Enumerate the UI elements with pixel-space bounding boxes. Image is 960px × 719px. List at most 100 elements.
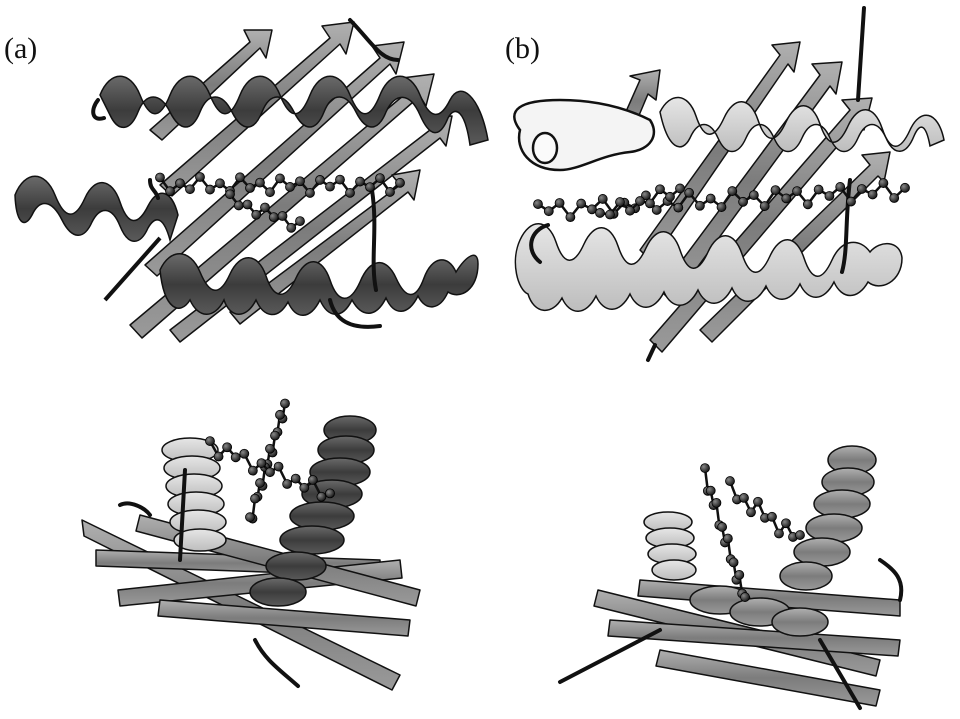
alpha-helix bbox=[644, 512, 696, 580]
ligand-atom bbox=[768, 512, 777, 521]
ligand-atom bbox=[566, 213, 575, 222]
ligand-atom bbox=[286, 182, 295, 191]
ligand-atom bbox=[739, 197, 748, 206]
ligand-atom bbox=[793, 187, 802, 196]
panel-b-side-view bbox=[514, 8, 944, 360]
ligand-atom bbox=[754, 497, 763, 506]
ligand-atom bbox=[266, 468, 275, 477]
ligand-atom bbox=[287, 223, 296, 232]
ligand-atom bbox=[166, 187, 175, 196]
ligand-atom bbox=[231, 453, 240, 462]
ligand-atom bbox=[296, 177, 305, 186]
ligand-atom bbox=[646, 199, 655, 208]
ligand-atom bbox=[857, 184, 866, 193]
ligand-atom bbox=[256, 178, 265, 187]
ligand-atom bbox=[291, 474, 300, 483]
ligand-atom bbox=[555, 199, 564, 208]
ligand-atom bbox=[626, 206, 635, 215]
ligand-atom bbox=[544, 207, 553, 216]
alpha-helix bbox=[15, 176, 178, 300]
ligand-atom bbox=[251, 494, 260, 503]
ligand-atom bbox=[214, 452, 223, 461]
panel-a-label: (a) bbox=[4, 34, 37, 64]
ligand-atom bbox=[901, 183, 910, 192]
ligand-atom bbox=[300, 483, 309, 492]
ligand-atom bbox=[226, 190, 235, 199]
ligand-atom bbox=[252, 210, 261, 219]
ligand-atom bbox=[243, 200, 252, 209]
ligand-atom bbox=[271, 431, 280, 440]
ligand-atom bbox=[735, 570, 744, 579]
panel-a-top-view bbox=[82, 399, 420, 690]
ligand-atom bbox=[760, 202, 769, 211]
ligand-atom bbox=[186, 185, 195, 194]
ligand-atom bbox=[234, 201, 243, 210]
ligand-atom bbox=[326, 182, 335, 191]
ligand-atom bbox=[695, 201, 704, 210]
ligand-atom bbox=[718, 522, 727, 531]
ligand-atom bbox=[796, 531, 805, 540]
ligand-atom bbox=[274, 462, 283, 471]
panel-b-label: (b) bbox=[505, 34, 540, 64]
ligand-atom bbox=[803, 200, 812, 209]
ligand-atom bbox=[356, 177, 365, 186]
ligand-atom bbox=[261, 203, 270, 212]
ligand-atom bbox=[269, 213, 278, 222]
ligand-atom bbox=[246, 184, 255, 193]
ligand-atom bbox=[741, 593, 750, 602]
ligand-atom bbox=[266, 188, 275, 197]
ligand-atom bbox=[676, 184, 685, 193]
ligand-atom bbox=[606, 210, 615, 219]
ligand-atom bbox=[326, 489, 335, 498]
ligand-atom bbox=[283, 479, 292, 488]
ligand-atom bbox=[308, 476, 317, 485]
ligand-atom bbox=[890, 193, 899, 202]
ligand-atom bbox=[775, 529, 784, 538]
ligand-atom bbox=[712, 498, 721, 507]
ligand-atom bbox=[728, 187, 737, 196]
ligand-atom bbox=[652, 205, 661, 214]
ligand-atom bbox=[296, 217, 305, 226]
ligand-atom bbox=[336, 175, 345, 184]
ligand-atom bbox=[257, 459, 266, 468]
ligand-atom bbox=[726, 477, 735, 486]
ligand-atom bbox=[879, 179, 888, 188]
ligand-atom bbox=[685, 188, 694, 197]
ligand-atom bbox=[240, 449, 249, 458]
ligand-atom bbox=[723, 534, 732, 543]
ligand-atom bbox=[206, 185, 215, 194]
ligand-atom bbox=[666, 192, 675, 201]
ligand-atom bbox=[276, 174, 285, 183]
ligand-atom bbox=[596, 208, 605, 217]
ligand-atom bbox=[317, 492, 326, 501]
ligand-atom bbox=[836, 182, 845, 191]
ligand-atom bbox=[534, 200, 543, 209]
ligand-atom bbox=[276, 410, 285, 419]
ligand-atom bbox=[706, 486, 715, 495]
ligand-atom bbox=[223, 443, 232, 452]
panel-b-top-view bbox=[560, 446, 901, 708]
ligand-atom bbox=[825, 191, 834, 200]
ligand-atom bbox=[366, 183, 375, 192]
ligand-atom bbox=[847, 197, 856, 206]
ligand-atom bbox=[246, 513, 255, 522]
ligand-atom bbox=[782, 194, 791, 203]
ligand-atom bbox=[196, 173, 205, 182]
ligand-atom bbox=[206, 437, 215, 446]
ligand-atom bbox=[814, 185, 823, 194]
ligand-atom bbox=[386, 187, 395, 196]
ligand-atom bbox=[749, 191, 758, 200]
ligand-atom bbox=[278, 212, 287, 221]
ligand-atom bbox=[376, 174, 385, 183]
ligand-atom bbox=[248, 466, 257, 475]
ligand-atom bbox=[266, 444, 275, 453]
ligand-atom bbox=[598, 194, 607, 203]
ligand-atom bbox=[236, 173, 245, 182]
ligand-atom bbox=[616, 198, 625, 207]
ligand-atom bbox=[587, 205, 596, 214]
ligand-atom bbox=[701, 464, 710, 473]
ligand-atom bbox=[396, 178, 405, 187]
ligand-atom bbox=[729, 558, 738, 567]
